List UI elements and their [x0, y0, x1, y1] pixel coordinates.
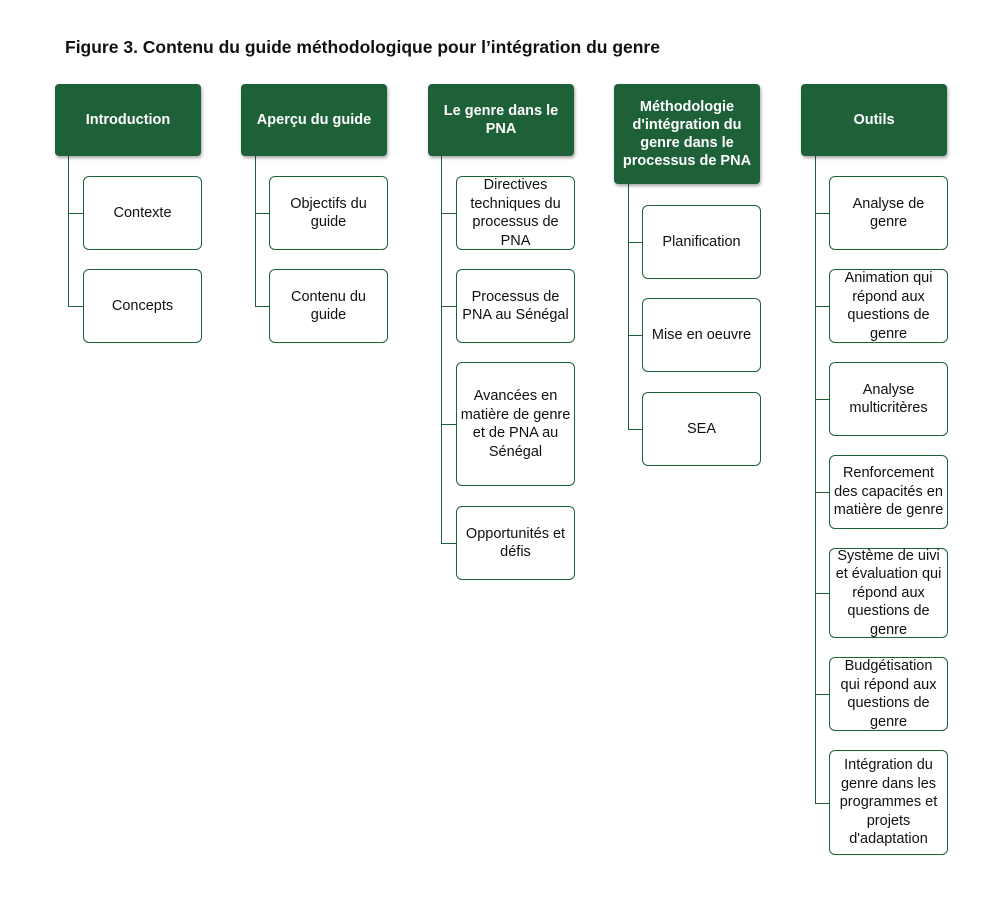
column-header: Outils — [801, 84, 947, 156]
connector-horizontal — [815, 492, 829, 493]
topic-box: SEA — [642, 392, 761, 466]
topic-box: Avancées en matière de genre et de PNA a… — [456, 362, 575, 486]
connector-vertical — [815, 156, 816, 803]
connector-horizontal — [68, 306, 83, 307]
topic-box: Objectifs du guide — [269, 176, 388, 250]
connector-horizontal — [628, 335, 642, 336]
topic-box: Animation qui répond aux questions de ge… — [829, 269, 948, 343]
topic-box: Analyse multicritères — [829, 362, 948, 436]
topic-box: Planification — [642, 205, 761, 279]
topic-box: Concepts — [83, 269, 202, 343]
connector-horizontal — [815, 593, 829, 594]
connector-horizontal — [441, 306, 456, 307]
topic-box: Opportunités et défis — [456, 506, 575, 580]
connector-horizontal — [441, 543, 456, 544]
topic-box: Budgétisation qui répond aux questions d… — [829, 657, 948, 731]
topic-box: Renforcement des capacités en matière de… — [829, 455, 948, 529]
figure-title: Figure 3. Contenu du guide méthodologiqu… — [65, 37, 660, 57]
topic-box: Contexte — [83, 176, 202, 250]
connector-horizontal — [815, 306, 829, 307]
connector-horizontal — [441, 213, 456, 214]
connector-horizontal — [815, 399, 829, 400]
connector-horizontal — [441, 424, 456, 425]
topic-box: Système de uivi et évaluation qui répond… — [829, 548, 948, 638]
topic-box: Analyse de genre — [829, 176, 948, 250]
topic-box: Directives techniques du processus de PN… — [456, 176, 575, 250]
connector-horizontal — [815, 802, 829, 804]
topic-box: Processus de PNA au Sénégal — [456, 269, 575, 343]
column-header: Le genre dans le PNA — [428, 84, 574, 156]
topic-box: Mise en oeuvre — [642, 298, 761, 372]
connector-vertical — [68, 156, 69, 306]
connector-horizontal — [815, 213, 829, 214]
connector-vertical — [628, 184, 629, 429]
connector-horizontal — [68, 213, 83, 214]
topic-box: Contenu du guide — [269, 269, 388, 343]
connector-vertical — [441, 156, 442, 543]
column-header: Méthodologie d'intégration du genre dans… — [614, 84, 760, 184]
connector-horizontal — [255, 306, 269, 307]
connector-horizontal — [628, 429, 642, 430]
column-header: Introduction — [55, 84, 201, 156]
topic-box: Intégration du genre dans les programmes… — [829, 750, 948, 855]
connector-vertical — [255, 156, 256, 306]
connector-horizontal — [815, 694, 829, 695]
column-header: Aperçu du guide — [241, 84, 387, 156]
connector-horizontal — [255, 213, 269, 214]
connector-horizontal — [628, 242, 642, 243]
